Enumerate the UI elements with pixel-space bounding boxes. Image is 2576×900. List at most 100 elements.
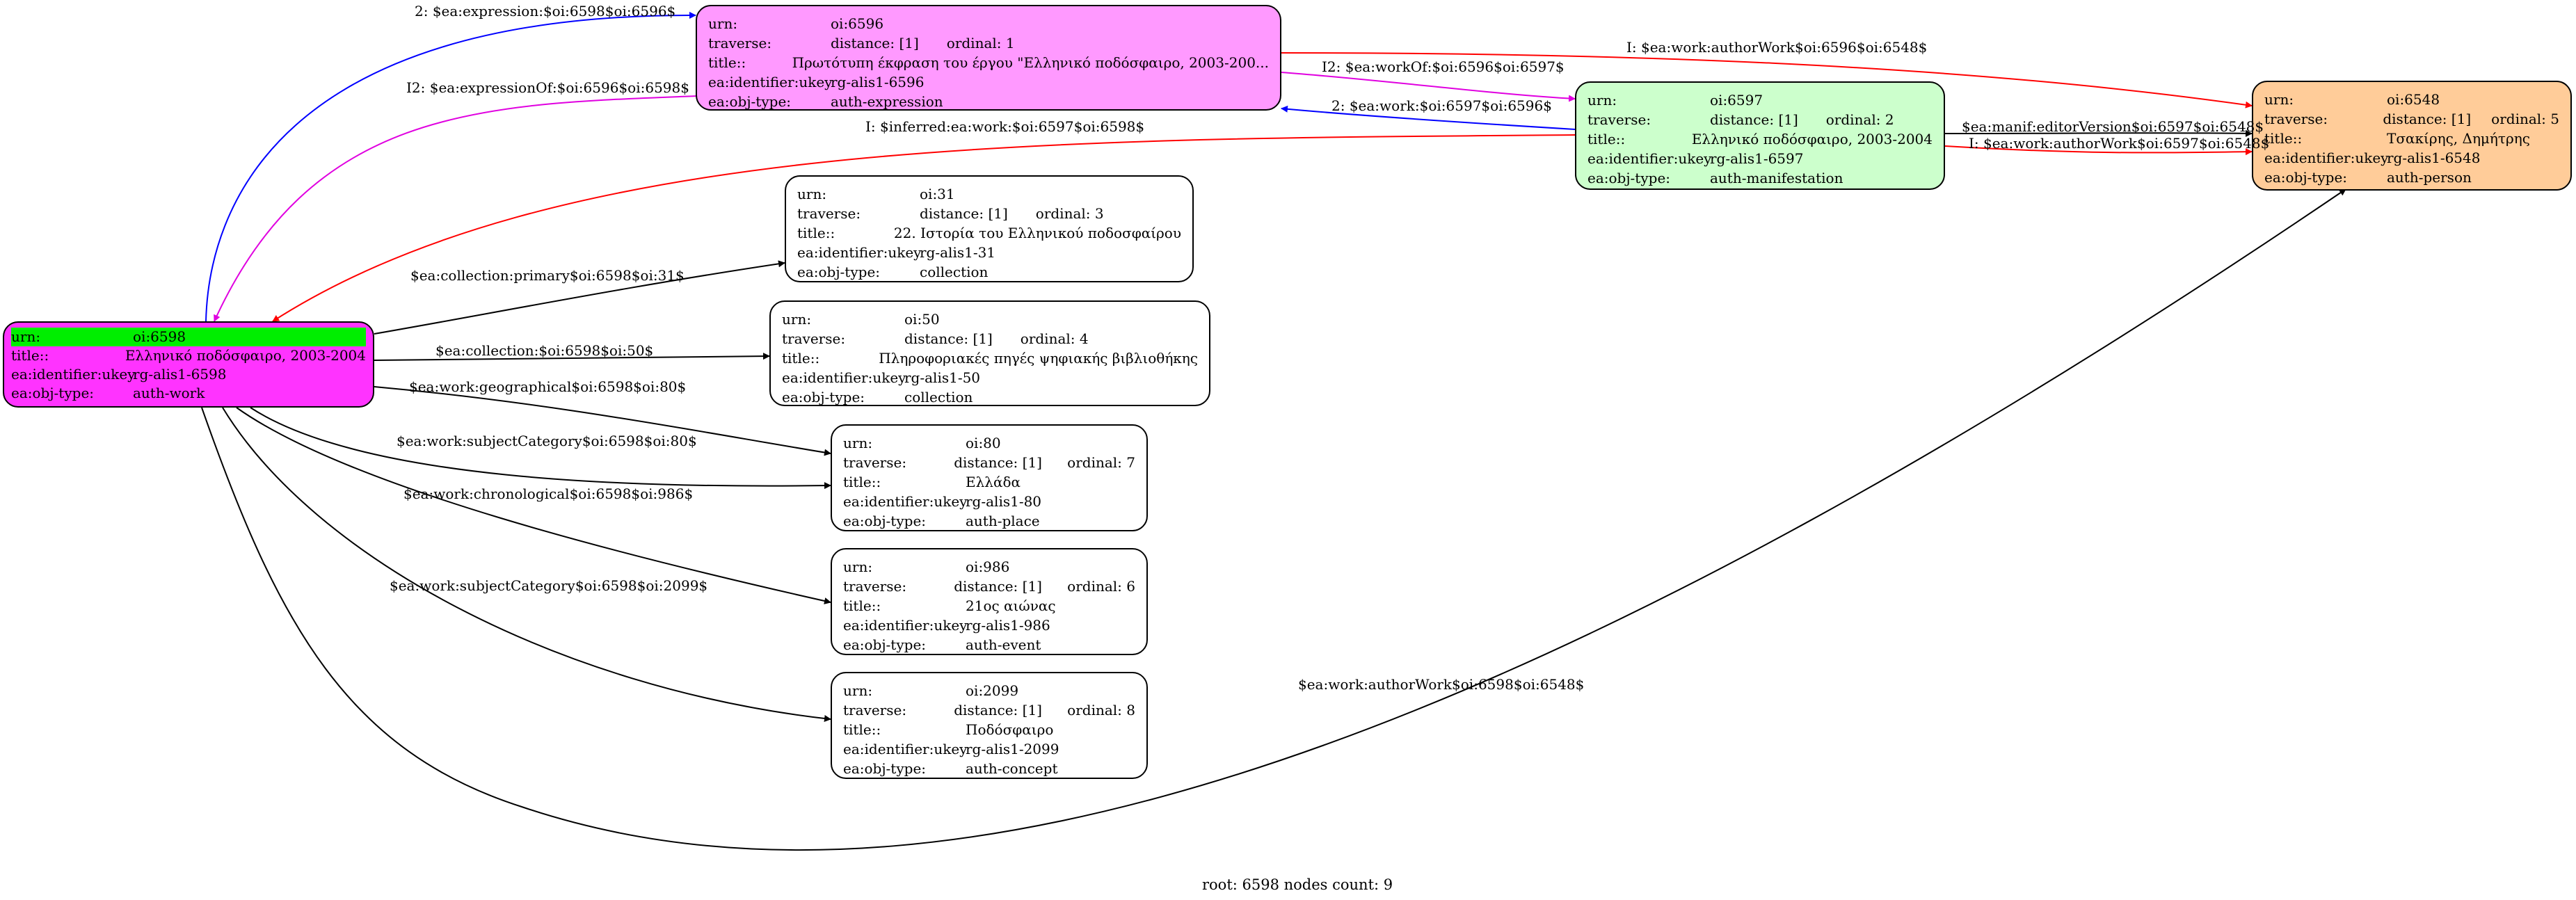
node-oi-6548[interactable]: urn:oi:6548 traverse:distance: [1]ordina… <box>2252 81 2572 191</box>
node-row: title::Πρωτότυπη έκφραση του έργου "Ελλη… <box>708 53 1269 72</box>
row-value: Τσακίρης, Δημήτρης <box>2387 130 2530 147</box>
node-oi-986[interactable]: urn:oi:986 traverse:distance: [1]ordinal… <box>831 548 1148 655</box>
node-oi-6596[interactable]: urn:oi:6596 traverse:distance: [1]ordina… <box>696 5 1281 111</box>
edge-workOf <box>1281 72 1576 102</box>
row-value: collection <box>920 264 989 280</box>
row-value: rg-alis1-6596 <box>831 74 925 90</box>
row-value: rg-alis1-6598 <box>133 366 227 383</box>
row-key: ea:obj-type: <box>708 93 792 110</box>
node-row: ea:obj-type: auth-place <box>843 511 1135 531</box>
row-value: oi:80 <box>966 435 1001 451</box>
row-key: title:: <box>708 54 746 71</box>
row-value: auth-work <box>133 385 205 401</box>
edge-label-collection: $ea:collection:$oi:6598$oi:50$ <box>435 342 654 359</box>
row-value: auth-manifestation <box>1710 170 1843 186</box>
row-value: distance: [1] <box>831 35 919 51</box>
node-row: urn: oi:6598 <box>11 328 366 346</box>
row-value: auth-person <box>2387 169 2472 186</box>
node-oi-50[interactable]: urn: oi:50 traverse:distance: [1]ordinal:… <box>769 300 1210 406</box>
row-key: ea:obj-type: <box>843 513 927 529</box>
row-value: distance: [1] <box>2383 111 2472 127</box>
footer-node-count: root: 6598 nodes count: 9 <box>1202 876 1393 893</box>
node-row: title::Τσακίρης, Δημήτρης <box>2264 129 2559 148</box>
node-row: title::21ος αιώνας <box>843 596 1135 616</box>
edge-label-geographical: $ea:work:geographical$oi:6598$oi:80$ <box>409 378 687 395</box>
node-row: traverse:distance: [1]ordinal: 3 <box>797 204 1181 223</box>
row-value: Πληροφοριακές πηγές ψηφιακής βιβλιοθήκης <box>879 350 1198 367</box>
row-value: oi:6548 <box>2387 91 2440 108</box>
row-extra: ordinal: 4 <box>1020 330 1089 347</box>
node-row: title::Ελληνικό ποδόσφαιρο, 2003-2004 <box>1587 129 1933 149</box>
edge-collection-primary <box>374 260 785 335</box>
row-value: distance: [1] <box>954 578 1042 595</box>
row-value: rg-alis1-986 <box>966 617 1050 634</box>
node-row: ea:obj-type: auth-work <box>11 384 366 403</box>
row-key: title:: <box>782 350 820 367</box>
row-key: ea:obj-type: <box>843 760 927 777</box>
node-oi-80[interactable]: urn: oi:80 traverse:distance: [1]ordinal:… <box>831 424 1148 531</box>
node-row: title:: Ελληνικό ποδόσφαιρο, 2003-2004 <box>11 346 366 365</box>
row-key: ea:obj-type: <box>797 264 881 280</box>
row-value: distance: [1] <box>954 702 1042 718</box>
row-value: oi:6596 <box>831 15 884 32</box>
node-row: traverse:distance: [1]ordinal: 4 <box>782 329 1198 348</box>
node-row: traverse: distance: [1] ordinal: 8 <box>843 700 1135 720</box>
row-key: traverse: <box>1587 111 1651 128</box>
edge-authorwork-6596 <box>1281 52 2253 109</box>
row-value: oi:986 <box>966 559 1010 575</box>
row-value: oi:31 <box>920 186 955 202</box>
row-value: auth-event <box>966 636 1041 653</box>
row-value: 21ος αιώνας <box>966 597 1056 614</box>
row-key: title:: <box>1587 131 1626 147</box>
row-key: ea:identifier:ukey <box>843 493 968 510</box>
row-value: rg-alis1-50 <box>904 369 981 386</box>
row-key: traverse: <box>843 702 907 718</box>
row-key: traverse: <box>708 35 772 51</box>
node-row: urn: oi:31 <box>797 184 1181 204</box>
row-key: urn: <box>843 435 873 451</box>
row-key: ea:obj-type: <box>782 389 865 405</box>
row-key: ea:identifier:ukey <box>797 244 922 261</box>
node-row: traverse:distance: [1]ordinal: 2 <box>1587 110 1933 129</box>
row-key: urn: <box>782 311 812 328</box>
edge-inferred-work <box>272 134 1576 322</box>
row-value: Ελληνικό ποδόσφαιρο, 2003-2004 <box>125 347 366 364</box>
node-row: ea:obj-type:auth-concept <box>843 759 1135 778</box>
node-oi-6598[interactable]: urn: oi:6598 title:: Ελληνικό ποδόσφαιρο… <box>3 321 374 408</box>
edge-label-chronological: $ea:work:chronological$oi:6598$oi:986$ <box>403 485 694 502</box>
row-value: Ελλάδα <box>966 474 1021 490</box>
node-oi-2099[interactable]: urn:oi:2099 traverse: distance: [1] ordina… <box>831 672 1148 779</box>
row-value: oi:2099 <box>966 682 1019 699</box>
node-oi-6597[interactable]: urn:oi:6597 traverse:distance: [1]ordina… <box>1575 81 1945 190</box>
node-row: urn: oi:50 <box>782 310 1198 329</box>
row-value: Πρωτότυπη έκφραση του έργου "Ελληνικό πο… <box>792 54 1269 71</box>
node-row: urn:oi:2099 <box>843 681 1135 700</box>
row-key: urn: <box>797 186 827 202</box>
row-key: ea:obj-type: <box>843 636 927 653</box>
node-oi-31[interactable]: urn: oi:31 traverse:distance: [1]ordinal:… <box>785 175 1194 282</box>
row-extra: ordinal: 1 <box>946 35 1015 51</box>
node-row: traverse: distance: [1] ordinal: 1 <box>708 33 1269 53</box>
node-row: title::22. Ιστορία του Ελληνικού ποδοσφα… <box>797 223 1181 243</box>
edge-chronological <box>236 407 831 604</box>
row-key: ea:obj-type: <box>2264 169 2348 186</box>
row-key: title:: <box>843 721 881 738</box>
node-row: traverse:distance: [1]ordinal: 7 <box>843 453 1135 472</box>
row-value: 22. Ιστορία του Ελληνικού ποδοσφαίρου <box>893 225 1181 241</box>
node-row: traverse:distance: [1]ordinal: 6 <box>843 577 1135 596</box>
row-value: oi:50 <box>904 311 940 328</box>
row-key: ea:identifier:ukey <box>708 74 833 90</box>
row-key: ea:identifier:ukey <box>843 741 968 757</box>
row-extra: ordinal: 8 <box>1067 702 1135 718</box>
row-extra: ordinal: 2 <box>1825 111 1894 128</box>
row-value: auth-place <box>966 513 1040 529</box>
edge-subjectcategory-80 <box>250 407 831 490</box>
row-value: rg-alis1-6597 <box>1710 150 1804 167</box>
node-row: title::Πληροφοριακές πηγές ψηφιακής βιβλ… <box>782 348 1198 368</box>
